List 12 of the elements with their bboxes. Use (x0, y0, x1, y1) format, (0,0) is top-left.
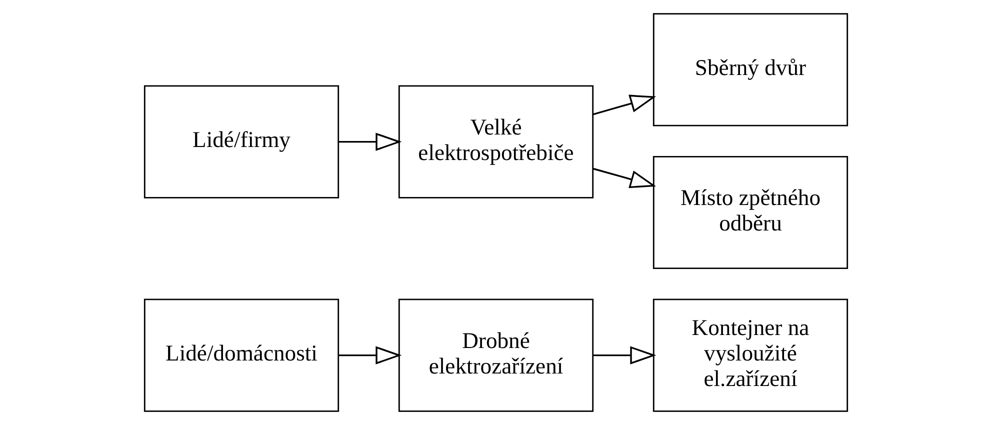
node-box: Místo zpětného odběru (652, 156, 848, 270)
arrow (592, 168, 656, 188)
node-box: Lidé/domácnosti (144, 298, 340, 412)
node-box: Sběrný dvůr (652, 13, 848, 126)
node-box: Velké elektrospotřebiče (398, 85, 594, 198)
arrow (592, 94, 656, 116)
arrow (338, 346, 402, 364)
arrow (592, 346, 656, 364)
node-box: Drobné elektrozařízení (398, 298, 594, 412)
arrow (338, 132, 402, 151)
node-box: Kontejner na vysloužité el.zařízení (652, 298, 848, 412)
node-box: Lidé/firmy (144, 85, 340, 198)
